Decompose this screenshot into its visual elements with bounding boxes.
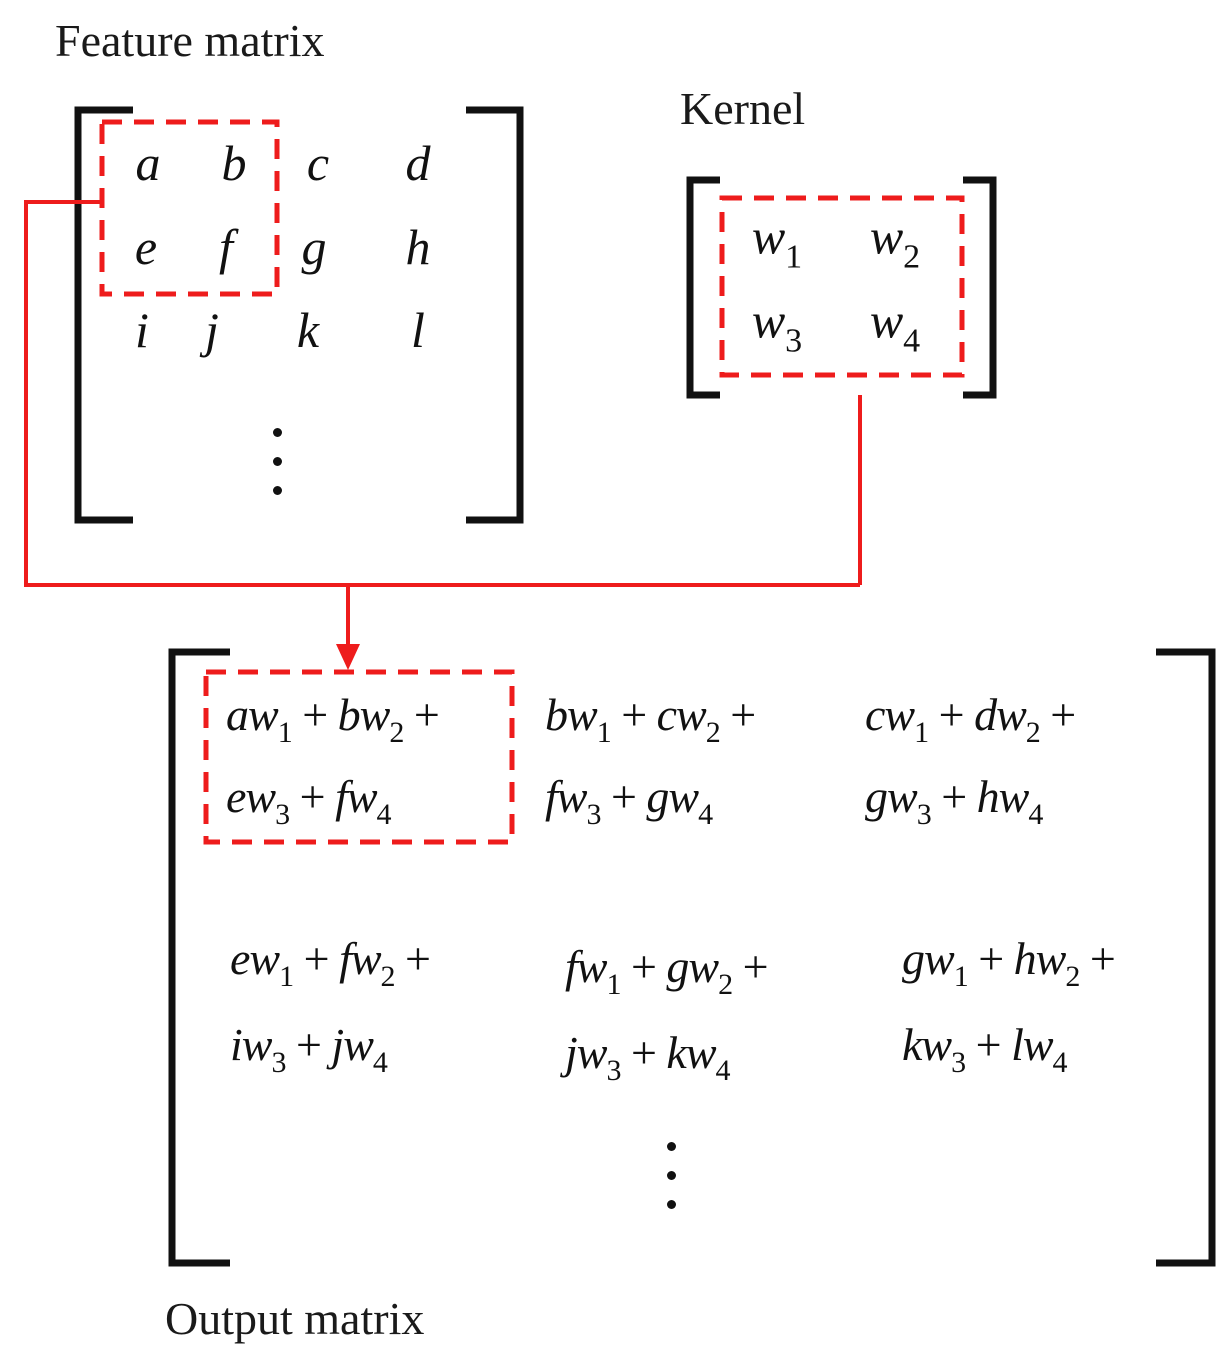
output-right-bracket — [1156, 648, 1216, 1267]
kernel-left-bracket — [686, 176, 720, 399]
kernel-cell-w4: w4 — [869, 292, 921, 360]
output-cell-1-line-2: ew3 + fw4 — [226, 771, 392, 831]
output-term-l2-h-w4: hw4 — [976, 771, 1044, 831]
output-term-l1-d-w2: dw2 — [974, 689, 1041, 749]
output-term-l2-g-w3: gw3 — [865, 771, 932, 831]
output-term-l1-c-w1: cw1 — [865, 689, 929, 749]
output-cell-2-line-2: fw3 + gw4 — [545, 771, 713, 831]
kernel-cell-w3: w3 — [751, 292, 803, 360]
output-term-l1-e-w1: ew1 — [230, 933, 294, 993]
feature-cell-d: d — [405, 135, 431, 191]
arrow-head — [336, 644, 360, 670]
feature-cell-l: l — [411, 302, 425, 358]
feature-cell-i: i — [135, 302, 149, 358]
feature-cell-k: k — [296, 302, 320, 358]
output-term-l2-l-w4: lw4 — [1011, 1019, 1067, 1079]
output-term-l1-h-w2: hw2 — [1013, 933, 1081, 993]
feature-left-bracket — [74, 106, 133, 524]
output-term-l1-b-w2: bw2 — [337, 689, 405, 749]
output-term-l2-k-w3: kw3 — [902, 1019, 966, 1079]
feature-cell-j: j — [205, 302, 219, 358]
output-cell-4-line-1: ew1 + fw2 + — [230, 933, 431, 993]
feature-window-dashed-box — [99, 119, 280, 297]
output-vertical-ellipsis — [667, 1142, 677, 1229]
output-cell-4-line-2: iw3 + jw4 — [230, 1019, 388, 1079]
output-term-l1-f-w2: fw2 — [339, 933, 395, 993]
feature-cell-h: h — [405, 219, 431, 275]
output-term-l2-i-w3: iw3 — [230, 1019, 286, 1079]
output-term-l1-g-w2: gw2 — [666, 941, 733, 1001]
kernel-cell-w1: w1 — [751, 208, 803, 276]
output-cell-1-line-1: aw1 + bw2 + — [226, 689, 440, 749]
feature-cell-b: b — [221, 135, 247, 191]
output-term-l1-b-w1: bw1 — [545, 689, 612, 749]
output-cell-3-line-1: cw1 + dw2 + — [865, 689, 1076, 749]
output-cell-6-line-1: gw1 + hw2 + — [902, 933, 1116, 993]
output-cell-3-line-2: gw3 + hw4 — [865, 771, 1044, 831]
output-cell-dashed-box — [203, 669, 515, 845]
feature-cell-c: c — [306, 135, 330, 191]
kernel-dashed-box — [719, 195, 965, 378]
kernel-right-bracket — [963, 176, 997, 399]
output-cell-5-line-2: jw3 + kw4 — [565, 1027, 731, 1087]
output-term-l1-a-w1: aw1 — [226, 689, 293, 749]
output-term-l2-j-w3: jw3 — [565, 1027, 621, 1087]
output-matrix-title: Output matrix — [165, 1293, 425, 1344]
output-cell-2-line-1: bw1 + cw2 + — [545, 689, 756, 749]
output-term-l2-j-w4: jw4 — [331, 1019, 387, 1079]
output-term-l2-f-w3: fw3 — [545, 771, 601, 831]
feature-right-bracket — [466, 106, 524, 524]
output-term-l2-g-w4: gw4 — [646, 771, 713, 831]
output-term-l2-f-w4: fw4 — [335, 771, 391, 831]
output-term-l2-k-w4: kw4 — [666, 1027, 730, 1087]
kernel-cell-w2: w2 — [869, 208, 921, 276]
output-term-l1-f-w1: fw1 — [565, 941, 621, 1001]
feature-cell-f: f — [219, 219, 233, 275]
feature-cell-a: a — [135, 135, 161, 191]
feature-matrix-title: Feature matrix — [55, 15, 325, 66]
feature-vertical-ellipsis — [273, 428, 283, 515]
output-cell-5-line-1: fw1 + gw2 + — [565, 941, 769, 1001]
output-term-l2-e-w3: ew3 — [226, 771, 290, 831]
output-left-bracket — [168, 648, 230, 1267]
output-term-l1-c-w2: cw2 — [656, 689, 721, 749]
feature-cell-e: e — [134, 219, 158, 275]
output-term-l1-g-w1: gw1 — [902, 933, 969, 993]
feature-connector-line — [24, 200, 860, 587]
output-cell-6-line-2: kw3 + lw4 — [902, 1019, 1068, 1079]
feature-cell-g: g — [301, 219, 327, 275]
kernel-title: Kernel — [680, 83, 806, 134]
